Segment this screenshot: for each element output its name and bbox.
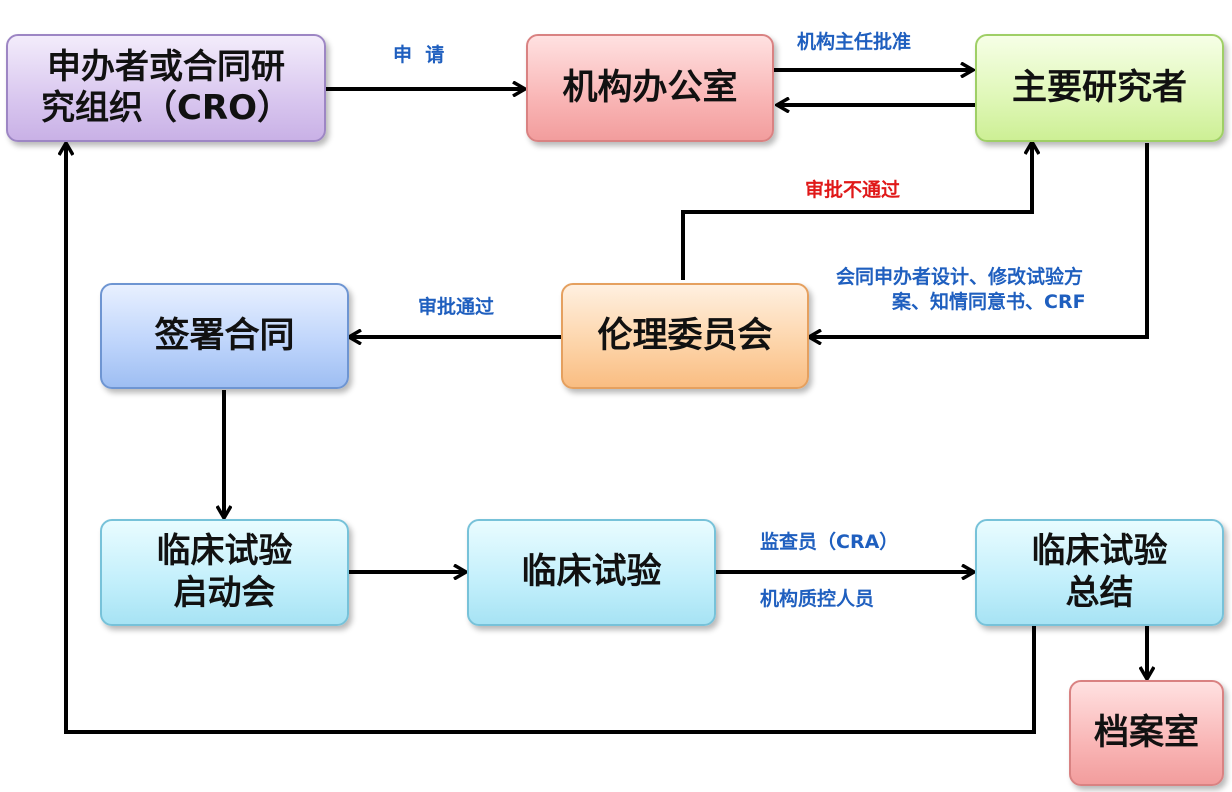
node-sponsor-cro-label: 申办者或合同研 究组织（CRO）	[40, 46, 292, 128]
label-rejected: 审批不通过	[805, 179, 901, 201]
node-trial-kickoff-label: 临床试验 启动会	[156, 531, 293, 613]
label-director-approve: 机构主任批准	[797, 31, 912, 53]
node-archive-room-label: 档案室	[1093, 712, 1199, 753]
label-monitor-cra: 监查员（CRA）	[760, 531, 899, 553]
node-clinical-trial[interactable]: 临床试验	[467, 519, 716, 626]
node-principal-investigator-label: 主要研究者	[1011, 67, 1187, 108]
label-apply: 申 请	[393, 44, 445, 66]
node-sign-contract-label: 签署合同	[154, 315, 295, 356]
node-sponsor-cro[interactable]: 申办者或合同研 究组织（CRO）	[6, 34, 326, 142]
arrow-summary-to-sponsor	[66, 144, 1036, 734]
label-design-line2: 案、知情同意书、CRF	[892, 291, 1086, 313]
label-approved: 审批通过	[418, 296, 495, 318]
node-principal-investigator[interactable]: 主要研究者	[975, 34, 1224, 142]
node-institution-office-label: 机构办公室	[562, 67, 738, 108]
node-sign-contract[interactable]: 签署合同	[100, 283, 349, 389]
node-trial-summary[interactable]: 临床试验 总结	[975, 519, 1224, 626]
arrow-ethics-rejected-to-investigator	[681, 143, 1032, 280]
label-qc-staff: 机构质控人员	[760, 588, 875, 610]
node-clinical-trial-label: 临床试验	[521, 552, 662, 593]
arrow-investigator-to-ethics	[810, 143, 1149, 337]
node-institution-office[interactable]: 机构办公室	[526, 34, 774, 142]
node-ethics-committee[interactable]: 伦理委员会	[561, 283, 809, 389]
node-ethics-committee-label: 伦理委员会	[597, 315, 773, 356]
node-trial-summary-label: 临床试验 总结	[1031, 531, 1168, 613]
node-trial-kickoff[interactable]: 临床试验 启动会	[100, 519, 349, 626]
label-design-line1: 会同申办者设计、修改试验方	[836, 266, 1084, 288]
node-archive-room[interactable]: 档案室	[1069, 680, 1224, 786]
